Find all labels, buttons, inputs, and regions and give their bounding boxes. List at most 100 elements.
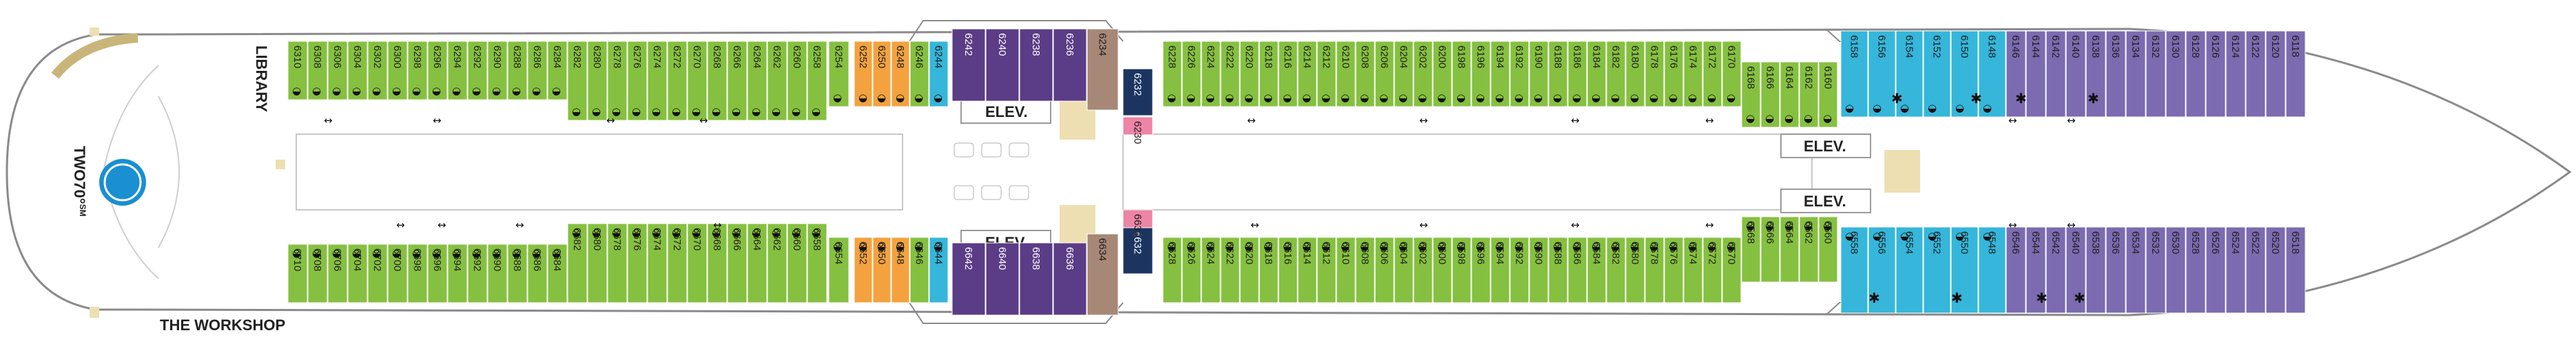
cabin-6594[interactable] <box>1490 237 1510 303</box>
cabin-6634[interactable] <box>1086 233 1119 316</box>
cabin-6254[interactable] <box>828 41 849 107</box>
cabin-6162[interactable] <box>1799 61 1819 128</box>
cabin-6176[interactable] <box>1664 41 1684 107</box>
cabin-6704[interactable] <box>347 244 368 303</box>
cabin-6552[interactable] <box>1923 226 1951 314</box>
cabin-6708[interactable] <box>307 244 328 303</box>
cabin-6582[interactable] <box>1606 237 1626 303</box>
cabin-6210[interactable] <box>1336 41 1356 107</box>
cabin-6304[interactable] <box>347 41 368 100</box>
cabin-6578[interactable] <box>1645 237 1665 303</box>
cabin-6690[interactable] <box>487 244 508 303</box>
cabin-6290[interactable] <box>487 41 508 100</box>
cabin-6138[interactable] <box>2085 30 2106 118</box>
cabin-6252[interactable] <box>854 41 873 107</box>
cabin-6536[interactable] <box>2105 226 2126 314</box>
cabin-6234[interactable] <box>1086 28 1119 111</box>
cabin-6668[interactable] <box>707 223 728 303</box>
cabin-6528[interactable] <box>2185 226 2206 314</box>
cabin-6522[interactable] <box>2245 226 2266 314</box>
cabin-6298[interactable] <box>407 41 428 100</box>
cabin-6120[interactable] <box>2265 30 2286 118</box>
cabin-6572[interactable] <box>1702 237 1722 303</box>
cabin-6222[interactable] <box>1220 41 1240 107</box>
cabin-6596[interactable] <box>1471 237 1491 303</box>
cabin-6696[interactable] <box>427 244 448 303</box>
cabin-6562[interactable] <box>1799 216 1819 283</box>
cabin-6566[interactable] <box>1760 216 1780 283</box>
cabin-6236[interactable] <box>1053 28 1087 102</box>
cabin-6580[interactable] <box>1625 237 1645 303</box>
cabin-6242[interactable] <box>951 28 986 102</box>
cabin-6576[interactable] <box>1664 237 1684 303</box>
cabin-6246[interactable] <box>909 41 929 107</box>
cabin-6664[interactable] <box>747 223 767 303</box>
cabin-6202[interactable] <box>1413 41 1433 107</box>
cabin-6590[interactable] <box>1529 237 1549 303</box>
cabin-6264[interactable] <box>747 41 767 121</box>
cabin-6674[interactable] <box>647 223 668 303</box>
cabin-6558[interactable] <box>1840 226 1868 314</box>
cabin-6192[interactable] <box>1509 41 1529 107</box>
cabin-6606[interactable] <box>1374 237 1394 303</box>
cabin-6274[interactable] <box>647 41 668 121</box>
cabin-6672[interactable] <box>667 223 688 303</box>
cabin-6618[interactable] <box>1259 237 1279 303</box>
cabin-6532[interactable] <box>2145 226 2166 314</box>
cabin-6250[interactable] <box>872 41 892 107</box>
cabin-6142[interactable] <box>2046 30 2066 118</box>
cabin-6232[interactable] <box>1122 68 1153 116</box>
cabin-6644[interactable] <box>929 237 949 303</box>
cabin-6118[interactable] <box>2285 30 2306 118</box>
cabin-6164[interactable] <box>1780 61 1800 128</box>
cabin-6150[interactable] <box>1950 30 1979 118</box>
cabin-6136[interactable] <box>2105 30 2126 118</box>
cabin-6244[interactable] <box>929 41 949 107</box>
cabin-6208[interactable] <box>1355 41 1375 107</box>
cabin-6238[interactable] <box>1019 28 1053 102</box>
cabin-6646[interactable] <box>909 237 929 303</box>
cabin-6612[interactable] <box>1317 237 1337 303</box>
cabin-6212[interactable] <box>1317 41 1337 107</box>
cabin-6130[interactable] <box>2165 30 2186 118</box>
cabin-6698[interactable] <box>407 244 428 303</box>
cabin-6134[interactable] <box>2125 30 2146 118</box>
cabin-6658[interactable] <box>807 223 827 303</box>
cabin-6310[interactable] <box>287 41 308 100</box>
cabin-6662[interactable] <box>767 223 787 303</box>
cabin-6540[interactable] <box>2065 226 2086 314</box>
cabin-6684[interactable] <box>547 244 568 303</box>
cabin-6518[interactable] <box>2285 226 2306 314</box>
cabin-6300[interactable] <box>387 41 408 100</box>
cabin-6550[interactable] <box>1950 226 1979 314</box>
cabin-6276[interactable] <box>627 41 648 121</box>
cabin-6196[interactable] <box>1471 41 1491 107</box>
cabin-6556[interactable] <box>1868 226 1896 314</box>
cabin-6542[interactable] <box>2046 226 2066 314</box>
cabin-6286[interactable] <box>527 41 548 100</box>
cabin-6126[interactable] <box>2205 30 2226 118</box>
cabin-6660[interactable] <box>787 223 807 303</box>
cabin-6706[interactable] <box>327 244 348 303</box>
cabin-6524[interactable] <box>2225 226 2246 314</box>
cabin-6526[interactable] <box>2205 226 2226 314</box>
cabin-6184[interactable] <box>1587 41 1607 107</box>
cabin-6260[interactable] <box>787 41 807 121</box>
cabin-6240[interactable] <box>985 28 1020 102</box>
cabin-6156[interactable] <box>1868 30 1896 118</box>
cabin-6140[interactable] <box>2065 30 2086 118</box>
cabin-6200[interactable] <box>1432 41 1452 107</box>
cabin-6124[interactable] <box>2225 30 2246 118</box>
cabin-6636[interactable] <box>1053 242 1087 316</box>
cabin-6652[interactable] <box>854 237 873 303</box>
cabin-6680[interactable] <box>587 223 608 303</box>
cabin-6614[interactable] <box>1297 237 1317 303</box>
cabin-6288[interactable] <box>507 41 528 100</box>
cabin-6692[interactable] <box>467 244 488 303</box>
cabin-6146[interactable] <box>2006 30 2026 118</box>
cabin-6620[interactable] <box>1239 237 1259 303</box>
cabin-6282[interactable] <box>567 41 588 121</box>
cabin-6670[interactable] <box>687 223 708 303</box>
cabin-6158[interactable] <box>1840 30 1868 118</box>
cabin-6602[interactable] <box>1413 237 1433 303</box>
